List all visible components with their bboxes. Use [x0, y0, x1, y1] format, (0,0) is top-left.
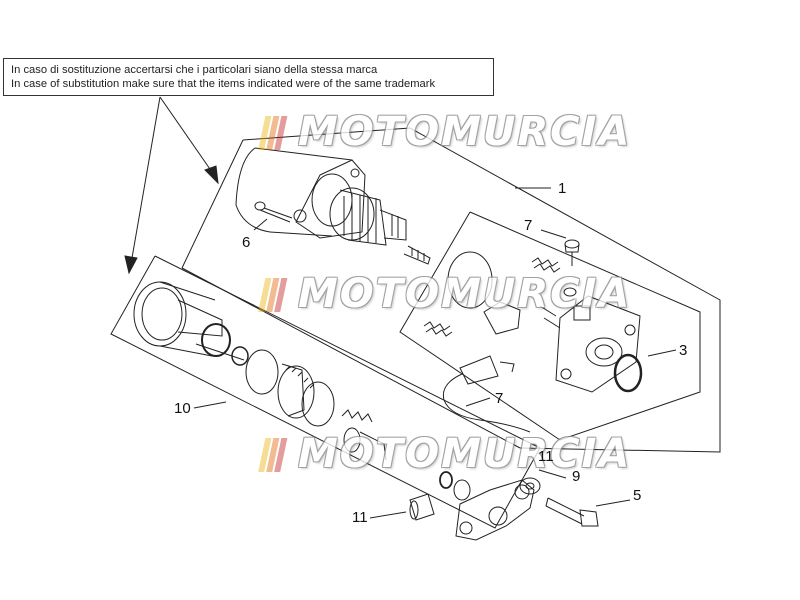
screw-item-6: [254, 201, 293, 223]
drive-assembly-frame: [110, 255, 541, 529]
watermark-text: MOTOMURCIA: [298, 109, 632, 155]
callout-3: 3: [679, 342, 688, 359]
overrunning-clutch: [133, 281, 223, 357]
armature: [329, 187, 431, 265]
watermark-top: MOTOMURCIA: [258, 108, 632, 155]
watermark-stripes: [258, 437, 297, 472]
callout-5: 5: [633, 487, 642, 504]
washer-item-9: [519, 477, 541, 495]
drive-spring: [341, 409, 387, 461]
bush-items-11: [409, 471, 471, 521]
screw-item-7: [563, 239, 580, 297]
drive-rings: [195, 323, 249, 366]
brush-holder-frame: [399, 211, 701, 441]
callout-10: 10: [174, 400, 191, 417]
end-cover: [555, 295, 641, 393]
watermark-text: MOTOMURCIA: [298, 271, 632, 317]
oring-item-3: [613, 353, 643, 393]
watermark-bottom: MOTOMURCIA: [258, 430, 632, 477]
pinion-gear: [245, 349, 335, 427]
callout-11-lower: 11: [352, 509, 368, 526]
note-italian: In caso di sostituzione accertarsi che i…: [11, 64, 378, 76]
oring-brush-area: [447, 251, 493, 309]
callout-7-cable: 7: [495, 390, 504, 407]
callout-6: 6: [242, 234, 251, 251]
note-pointer-arrows: [124, 96, 219, 275]
note-english: In case of substitution make sure that t…: [11, 78, 436, 90]
leader-lines: [193, 187, 677, 519]
mounting-bracket: [455, 479, 535, 541]
watermark-stripes: [258, 115, 297, 150]
bolt-item-5: [545, 497, 599, 527]
springs: [423, 257, 561, 337]
motor-housing: [235, 147, 366, 239]
watermark-text: MOTOMURCIA: [298, 431, 632, 477]
callout-1: 1: [558, 180, 567, 197]
watermark-stripes: [258, 277, 297, 312]
callout-9: 9: [572, 468, 581, 485]
callout-7-screw: 7: [524, 217, 533, 234]
brush-plate: [483, 301, 561, 335]
cable-item-7: [442, 355, 531, 433]
callout-11-upper: 11: [538, 448, 554, 465]
substitution-note: In caso di sostituzione accertarsi che i…: [3, 58, 494, 96]
watermark-middle: MOTOMURCIA: [258, 270, 632, 317]
